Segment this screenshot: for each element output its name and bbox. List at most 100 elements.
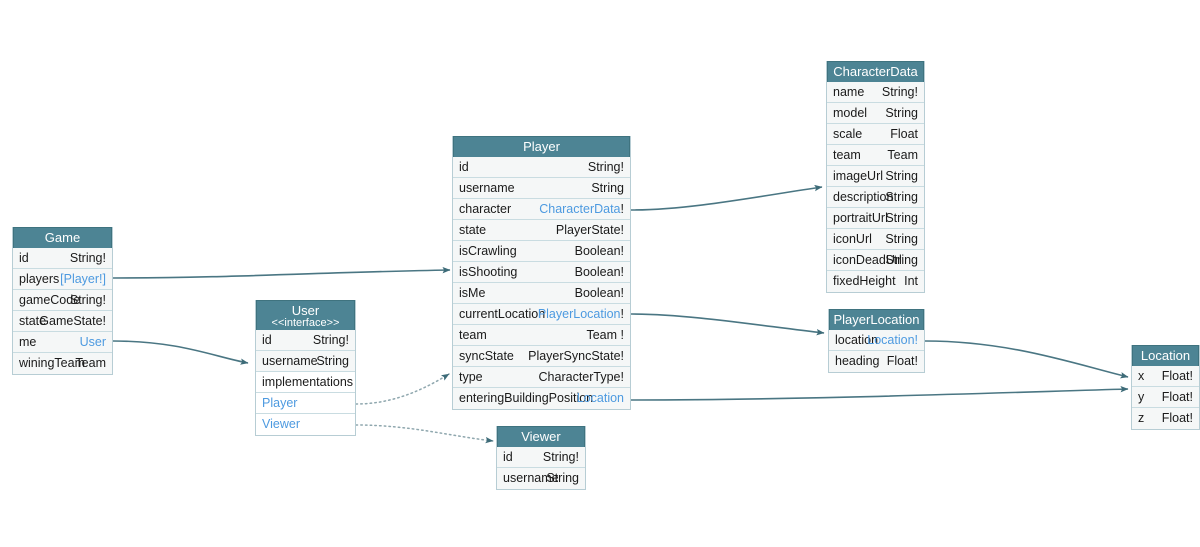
field-name: name bbox=[833, 85, 865, 99]
field-type[interactable]: Location! bbox=[867, 333, 918, 347]
field-row[interactable]: description String bbox=[827, 187, 924, 208]
edge-player-character-to-characterdata bbox=[630, 184, 823, 211]
entity-player-location[interactable]: PlayerLocation location Location! headin… bbox=[828, 309, 925, 373]
field-row[interactable]: isShooting Boolean! bbox=[453, 262, 630, 283]
field-row[interactable]: model String bbox=[827, 103, 924, 124]
field-name: location bbox=[835, 333, 879, 347]
entity-player-location-title: PlayerLocation bbox=[829, 309, 924, 330]
field-type: Team bbox=[75, 356, 106, 370]
field-type: Team ! bbox=[586, 328, 624, 342]
field-name: isMe bbox=[459, 286, 486, 300]
field-row[interactable]: username String bbox=[453, 178, 630, 199]
field-row[interactable]: enteringBuildingPosition Location bbox=[453, 388, 630, 409]
field-type: Float! bbox=[886, 354, 918, 368]
implementation-name: Player bbox=[262, 396, 298, 410]
field-type: Float! bbox=[1161, 411, 1193, 425]
field-type: String! bbox=[312, 333, 349, 347]
field-name: username bbox=[262, 354, 318, 368]
field-name: team bbox=[459, 328, 487, 342]
field-row[interactable]: scale Float bbox=[827, 124, 924, 145]
field-name: scale bbox=[833, 127, 863, 141]
field-row[interactable]: isMe Boolean! bbox=[453, 283, 630, 304]
implementations-label-text: implementations bbox=[262, 375, 354, 389]
field-name: heading bbox=[835, 354, 880, 368]
field-row[interactable]: type CharacterType! bbox=[453, 367, 630, 388]
field-row[interactable]: team Team ! bbox=[453, 325, 630, 346]
field-type[interactable]: User bbox=[79, 335, 106, 349]
field-name: fixedHeight bbox=[833, 274, 896, 288]
field-row[interactable]: character CharacterData! bbox=[453, 199, 630, 220]
field-row[interactable]: z Float! bbox=[1132, 408, 1199, 429]
field-type: Boolean! bbox=[574, 265, 624, 279]
field-row[interactable]: id String! bbox=[13, 248, 112, 269]
field-row[interactable]: players [Player!] bbox=[13, 269, 112, 290]
field-name: username bbox=[503, 471, 559, 485]
field-row[interactable]: isCrawling Boolean! bbox=[453, 241, 630, 262]
field-row[interactable]: winingTeam Team bbox=[13, 353, 112, 374]
field-row[interactable]: location Location! bbox=[829, 330, 924, 351]
field-name: id bbox=[262, 333, 272, 347]
field-row[interactable]: id String! bbox=[256, 330, 355, 351]
field-row[interactable]: id String! bbox=[497, 447, 585, 468]
field-name: syncState bbox=[459, 349, 514, 363]
field-name: imageUrl bbox=[833, 169, 884, 183]
edge-playerlocation-location-to-location bbox=[924, 340, 1129, 379]
edge-user-implements-viewer bbox=[355, 424, 494, 444]
field-name: enteringBuildingPosition bbox=[459, 391, 594, 405]
field-row[interactable]: me User bbox=[13, 332, 112, 353]
field-row[interactable]: id String! bbox=[453, 157, 630, 178]
entity-user-stereotype: <<interface>> bbox=[271, 317, 340, 329]
field-row[interactable]: iconUrl String bbox=[827, 229, 924, 250]
field-name: isShooting bbox=[459, 265, 518, 279]
entity-game[interactable]: Game id String! players [Player!] gameCo… bbox=[12, 227, 113, 375]
entity-viewer[interactable]: Viewer id String! username String bbox=[496, 426, 586, 490]
field-row[interactable]: syncState PlayerSyncState! bbox=[453, 346, 630, 367]
field-row[interactable]: portraitUrl String bbox=[827, 208, 924, 229]
implementation-viewer[interactable]: Viewer bbox=[256, 414, 355, 435]
field-name: model bbox=[833, 106, 868, 120]
field-type: String! bbox=[587, 160, 624, 174]
field-name: state bbox=[459, 223, 487, 237]
field-type[interactable]: PlayerLocation! bbox=[538, 304, 624, 324]
field-type: Team bbox=[887, 148, 918, 162]
field-row[interactable]: gameCode String! bbox=[13, 290, 112, 311]
field-row[interactable]: name String! bbox=[827, 82, 924, 103]
entity-character-data-title: CharacterData bbox=[827, 61, 924, 82]
field-name: gameCode bbox=[19, 293, 81, 307]
field-row[interactable]: heading Float! bbox=[829, 351, 924, 372]
field-type[interactable]: [Player!] bbox=[60, 272, 106, 286]
field-type[interactable]: CharacterData! bbox=[539, 199, 624, 219]
field-type: String! bbox=[69, 293, 106, 307]
field-type: CharacterType! bbox=[538, 370, 624, 384]
field-type[interactable]: Location bbox=[576, 391, 624, 405]
field-type: String bbox=[885, 106, 918, 120]
entity-location[interactable]: Location x Float! y Float! z Float! bbox=[1131, 345, 1200, 430]
field-row[interactable]: imageUrl String bbox=[827, 166, 924, 187]
field-row[interactable]: fixedHeight Int bbox=[827, 271, 924, 292]
field-row[interactable]: username String bbox=[497, 468, 585, 489]
edge-game-me-to-user bbox=[112, 340, 249, 365]
field-row[interactable]: iconDeadUrl String bbox=[827, 250, 924, 271]
entity-player[interactable]: Player id String! username String charac… bbox=[452, 136, 631, 410]
field-row[interactable]: state PlayerState! bbox=[453, 220, 630, 241]
entity-character-data[interactable]: CharacterData name String! model String … bbox=[826, 61, 925, 293]
field-type-text: CharacterData bbox=[539, 202, 621, 216]
field-type: String bbox=[885, 211, 918, 225]
field-type: String bbox=[885, 232, 918, 246]
field-name: portraitUrl bbox=[833, 211, 888, 225]
field-row[interactable]: username String bbox=[256, 351, 355, 372]
implementation-player[interactable]: Player bbox=[256, 393, 355, 414]
field-row[interactable]: y Float! bbox=[1132, 387, 1199, 408]
entity-user[interactable]: User <<interface>> id String! username S… bbox=[255, 300, 356, 436]
field-row[interactable]: currentLocation PlayerLocation! bbox=[453, 304, 630, 325]
field-row[interactable]: x Float! bbox=[1132, 366, 1199, 387]
edge-player-enteringbuildingposition-to-location bbox=[630, 386, 1129, 401]
field-row[interactable]: state GameState! bbox=[13, 311, 112, 332]
field-row[interactable]: team Team bbox=[827, 145, 924, 166]
field-name: id bbox=[503, 450, 513, 464]
edge-game-players-to-player bbox=[112, 266, 451, 279]
field-type: Float bbox=[890, 127, 918, 141]
field-name: x bbox=[1138, 369, 1145, 383]
entity-game-title: Game bbox=[13, 227, 112, 248]
